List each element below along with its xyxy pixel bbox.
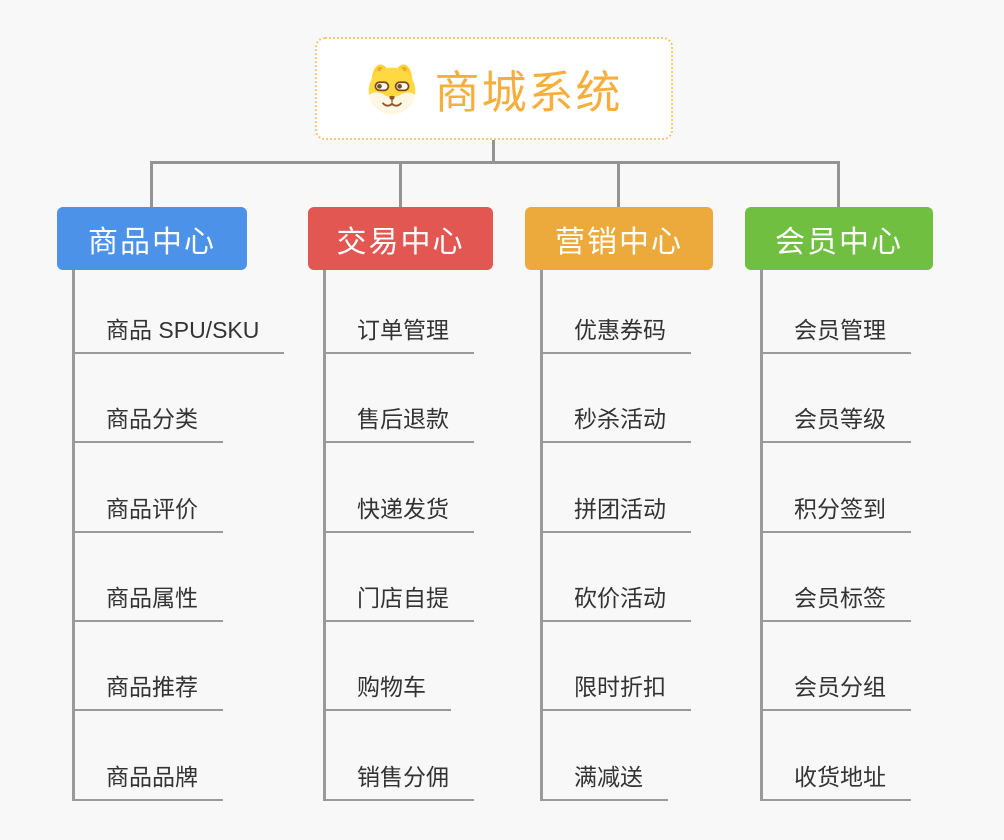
leaf-node[interactable]: 会员等级	[760, 354, 911, 443]
leaf-node[interactable]: 门店自提	[323, 533, 474, 622]
connector-horizontal	[150, 161, 839, 164]
root-node-mall-system[interactable]: 商城系统	[315, 37, 673, 140]
branch-leaves: 优惠券码 秒杀活动 拼团活动 砍价活动 限时折扣 满减送	[540, 270, 691, 801]
leaf-node[interactable]: 秒杀活动	[540, 354, 691, 443]
leaf-node[interactable]: 积分签到	[760, 443, 911, 533]
branch-spine	[72, 270, 75, 801]
leaf-node[interactable]: 购物车	[323, 622, 451, 711]
branch-column-member: 会员中心 会员管理 会员等级 积分签到 会员标签 会员分组 收货地址	[745, 207, 933, 801]
leaf-node[interactable]: 快递发货	[323, 443, 474, 533]
leaf-node[interactable]: 商品品牌	[72, 711, 223, 801]
leaf-node[interactable]: 会员管理	[760, 270, 911, 354]
leaf-node[interactable]: 商品属性	[72, 533, 223, 622]
branch-column-marketing: 营销中心 优惠券码 秒杀活动 拼团活动 砍价活动 限时折扣 满减送	[525, 207, 713, 801]
branch-leaves: 商品 SPU/SKU 商品分类 商品评价 商品属性 商品推荐 商品品牌	[72, 270, 285, 801]
connector-drop-product	[150, 161, 153, 207]
connector-drop-member	[837, 161, 840, 207]
leaf-node[interactable]: 收货地址	[760, 711, 911, 801]
leaf-node[interactable]: 销售分佣	[323, 711, 474, 801]
branch-column-product: 商品中心 商品 SPU/SKU 商品分类 商品评价 商品属性 商品推荐 商品品牌	[57, 207, 285, 801]
branch-leaves: 订单管理 售后退款 快递发货 门店自提 购物车 销售分佣	[323, 270, 474, 801]
branch-column-trade: 交易中心 订单管理 售后退款 快递发货 门店自提 购物车 销售分佣	[308, 207, 493, 801]
branch-spine	[323, 270, 326, 801]
dog-face-icon	[369, 64, 416, 114]
leaf-node[interactable]: 商品分类	[72, 354, 223, 443]
branch-node-product-center[interactable]: 商品中心	[57, 207, 247, 270]
branch-spine	[760, 270, 763, 801]
leaf-node[interactable]: 会员分组	[760, 622, 911, 711]
leaf-node[interactable]: 砍价活动	[540, 533, 691, 622]
leaf-node[interactable]: 限时折扣	[540, 622, 691, 711]
leaf-node[interactable]: 会员标签	[760, 533, 911, 622]
connector-drop-trade	[399, 161, 402, 207]
leaf-node[interactable]: 满减送	[540, 711, 668, 801]
branch-node-marketing-center[interactable]: 营销中心	[525, 207, 713, 270]
branch-node-trade-center[interactable]: 交易中心	[308, 207, 493, 270]
connector-drop-marketing	[617, 161, 620, 207]
leaf-node[interactable]: 拼团活动	[540, 443, 691, 533]
leaf-node[interactable]: 订单管理	[323, 270, 474, 354]
leaf-node[interactable]: 优惠券码	[540, 270, 691, 354]
branch-spine	[540, 270, 543, 801]
root-title: 商城系统	[434, 67, 623, 118]
leaf-node[interactable]: 商品推荐	[72, 622, 223, 711]
branch-leaves: 会员管理 会员等级 积分签到 会员标签 会员分组 收货地址	[760, 270, 911, 801]
connector-root-stem	[492, 140, 495, 164]
leaf-node[interactable]: 售后退款	[323, 354, 474, 443]
branch-node-member-center[interactable]: 会员中心	[745, 207, 933, 270]
leaf-node[interactable]: 商品评价	[72, 443, 223, 533]
leaf-node[interactable]: 商品 SPU/SKU	[72, 270, 285, 354]
